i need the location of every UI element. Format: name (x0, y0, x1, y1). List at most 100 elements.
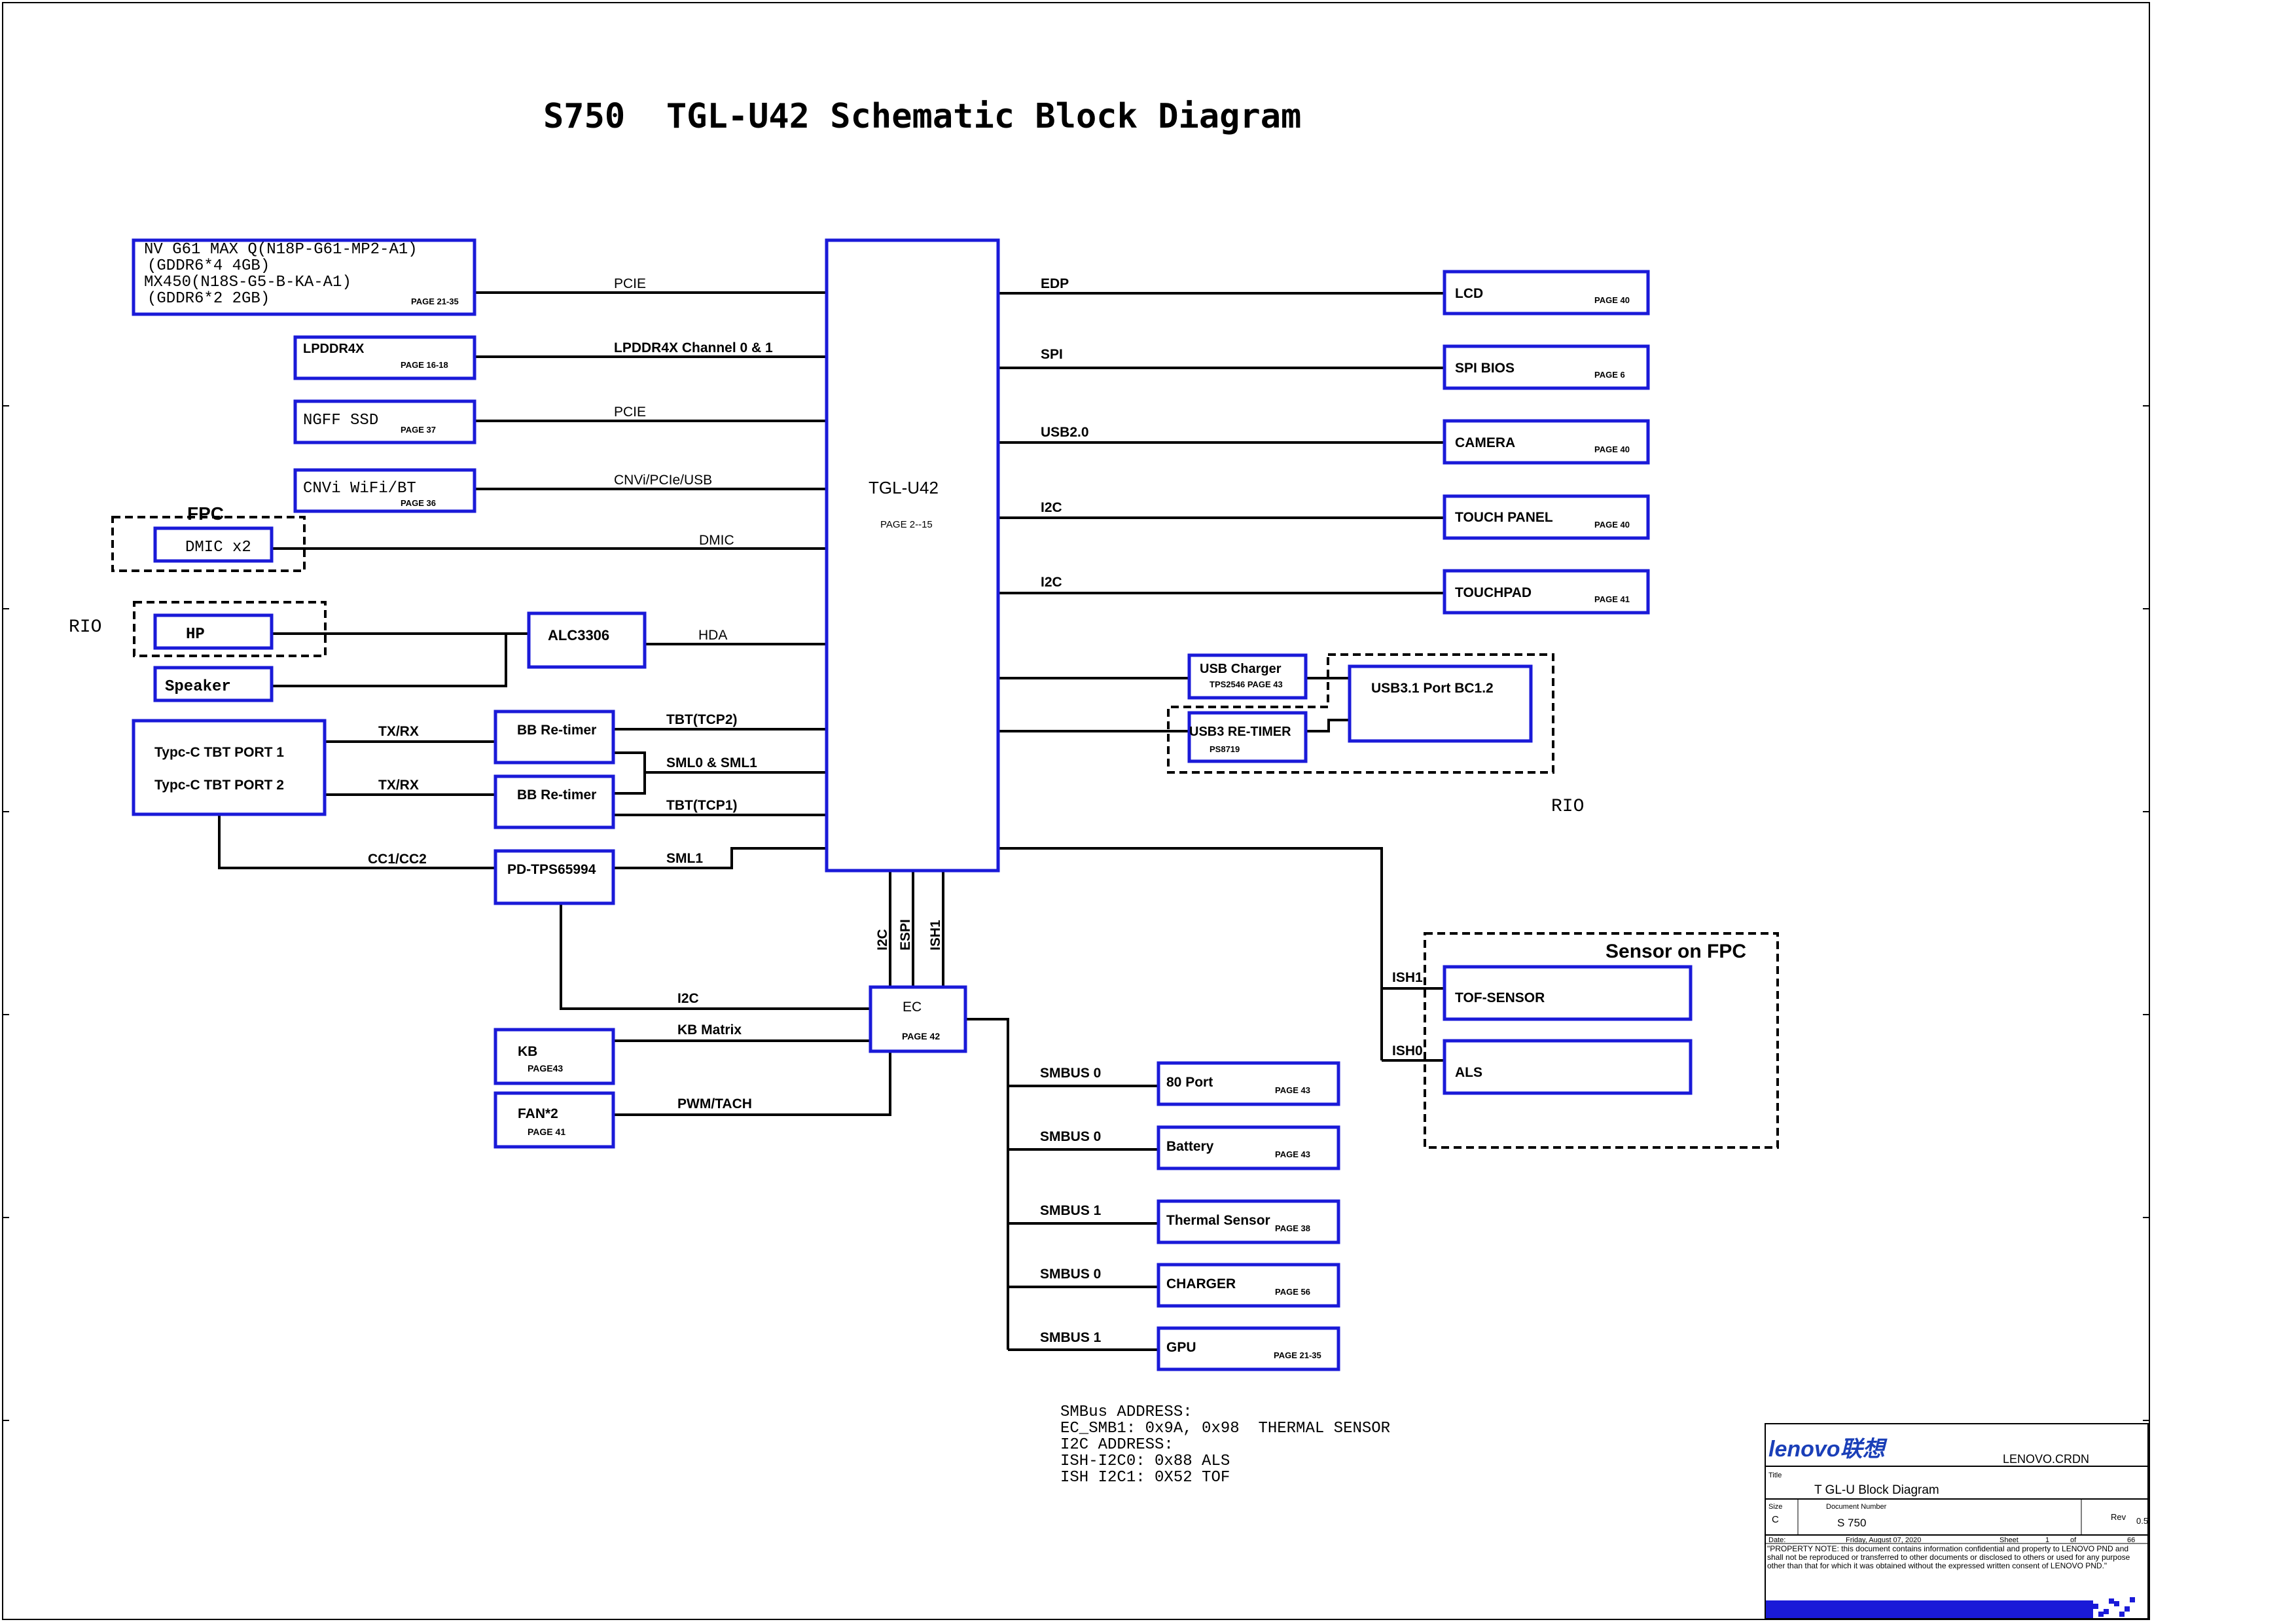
of-label: of (2070, 1536, 2077, 1544)
gpu-line2: (GDDR6*4 4GB) (147, 257, 270, 275)
speaker-block[interactable] (153, 666, 274, 702)
address-notes: SMBus ADDRESS: EC_SMB1: 0x9A, 0x98 THERM… (1060, 1403, 1390, 1487)
smbus-block-thermal[interactable] (1157, 1199, 1340, 1244)
als-block[interactable] (1443, 1039, 1693, 1095)
note-line: SMBus ADDRESS: (1060, 1403, 1193, 1421)
gpu-block[interactable] (132, 238, 476, 316)
ec-block[interactable] (869, 985, 967, 1053)
kb-name: KB (518, 1044, 537, 1059)
title-block-color-bar (1766, 1600, 2093, 1618)
right-block-touchpad[interactable] (1443, 569, 1650, 615)
right-block-name: SPI BIOS (1455, 361, 1515, 376)
retimer1-bus-label: TBT(TCP2) (666, 712, 738, 727)
smbus-block-page: PAGE 43 (1275, 1149, 1310, 1159)
cpu-name: TGL-U42 (869, 478, 939, 497)
ec-i2c-label: I2C (677, 991, 699, 1006)
usb-charger-sub: TPS2546 PAGE 43 (1210, 679, 1283, 689)
smbus-block-name: CHARGER (1166, 1276, 1236, 1291)
right-block-name: LCD (1455, 286, 1483, 301)
hp-name: HP (186, 626, 205, 643)
kb-block[interactable] (493, 1028, 615, 1085)
ssd-block[interactable] (293, 399, 476, 444)
size-label: Size (1768, 1503, 1782, 1511)
kb-page: PAGE43 (528, 1063, 563, 1074)
typec-line1: Typc-C TBT PORT 1 (154, 745, 284, 760)
rio-label-left: RIO (69, 617, 101, 638)
sheet-value: 1 (2045, 1536, 2049, 1544)
typec-bus2-label: TX/RX (378, 778, 419, 793)
smbus-block-80port[interactable] (1157, 1061, 1340, 1106)
smbus-block-battery[interactable] (1157, 1125, 1340, 1170)
company-name: LENOVO.CRDN (2003, 1453, 2089, 1466)
page-title: S750 TGL-U42 Schematic Block Diagram (543, 97, 1301, 136)
right-block-touch-panel[interactable] (1443, 494, 1650, 540)
sheet-label: Sheet (2000, 1536, 2018, 1544)
right-block-name: TOUCH PANEL (1455, 510, 1553, 525)
smbus-block-page: PAGE 43 (1275, 1085, 1310, 1095)
sensor-group-label: Sensor on FPC (1605, 941, 1746, 962)
fan-block[interactable] (493, 1091, 615, 1149)
size-value: C (1772, 1514, 1779, 1525)
right-bus-label: I2C (1041, 500, 1062, 515)
ec-bus-espi: ESPI (898, 919, 913, 950)
rev-label: Rev (2111, 1512, 2126, 1522)
hp-block[interactable] (153, 613, 274, 650)
smbus-block-name: Thermal Sensor (1166, 1213, 1270, 1228)
date-label: Date: (1768, 1536, 1785, 1544)
tof-sensor-block[interactable] (1443, 965, 1693, 1021)
smbus-block-page: PAGE 38 (1275, 1223, 1310, 1233)
property-note-text: "PROPERTY NOTE: this document contains i… (1767, 1545, 2130, 1570)
retimer2-name: BB Re-timer (517, 787, 596, 803)
typec-line2: Typc-C TBT PORT 2 (154, 778, 284, 793)
codec-name: ALC3306 (548, 627, 609, 643)
lpddr-block[interactable] (293, 335, 476, 380)
retimer1-block[interactable] (493, 710, 615, 765)
cpu-block[interactable] (825, 238, 1000, 873)
right-block-camera[interactable] (1443, 419, 1650, 465)
right-block-spi-bios[interactable] (1443, 344, 1650, 390)
title-label: Title (1768, 1471, 1782, 1479)
of-value: 66 (2127, 1536, 2135, 1544)
right-bus-label: USB2.0 (1041, 425, 1089, 440)
wires (218, 291, 1444, 1351)
typec-cc-label: CC1/CC2 (368, 852, 427, 867)
usb-port-block[interactable] (1348, 664, 1533, 743)
right-blocks: LCD PAGE 40 EDP SPI BIOS PAGE 6 SPI CAME… (1041, 270, 1650, 615)
smbus-bus-label: SMBUS 1 (1040, 1203, 1102, 1218)
note-line: EC_SMB1: 0x9A, 0x98 THERMAL SENSOR (1060, 1420, 1390, 1437)
codec-block[interactable] (527, 611, 647, 669)
usb-charger-block[interactable] (1187, 653, 1308, 700)
dmic-bus-label: DMIC (699, 533, 734, 548)
wifi-name: CNVi WiFi/BT (303, 480, 416, 497)
retimer2-bus-label: TBT(TCP1) (666, 798, 738, 813)
gpu-line1: NV G61 MAX Q(N18P-G61-MP2-A1) (144, 241, 418, 259)
right-block-lcd[interactable] (1443, 270, 1650, 316)
smbus-bus-label: SMBUS 1 (1040, 1330, 1102, 1345)
wifi-block[interactable] (293, 468, 476, 513)
rio-usb-group (1167, 653, 1554, 774)
ssd-name: NGFF SSD (303, 412, 378, 429)
ish0-label: ISH0 (1392, 1043, 1423, 1058)
usb-port-name: USB3.1 Port BC1.2 (1371, 681, 1494, 696)
right-block-name: TOUCHPAD (1455, 585, 1532, 600)
smbus-block-gpu[interactable] (1157, 1326, 1340, 1371)
smbus-block-charger[interactable] (1157, 1263, 1340, 1308)
date-value: Friday, August 07, 2020 (1846, 1536, 1921, 1544)
right-block-page: PAGE 40 (1594, 295, 1630, 305)
pd-block[interactable] (493, 849, 615, 905)
right-block-name: CAMERA (1455, 435, 1515, 450)
rio-label-right: RIO (1551, 797, 1584, 817)
retimer2-block[interactable] (493, 774, 615, 829)
dmic-block[interactable] (153, 526, 274, 563)
pd-bus-label: SML1 (666, 851, 703, 866)
smbus-bus-label: SMBUS 0 (1040, 1267, 1101, 1282)
cpu-page: PAGE 2--15 (880, 519, 933, 530)
fan-bus-label: PWM/TACH (677, 1096, 752, 1111)
usb-charger-name: USB Charger (1200, 662, 1282, 676)
usb-retimer-block[interactable] (1187, 711, 1308, 763)
typec-block[interactable] (132, 719, 327, 816)
note-line: ISH I2C1: 0X52 TOF (1060, 1469, 1230, 1487)
lenovo-logo: lenovo联想 (1768, 1437, 1888, 1462)
usb-retimer-sub: PS8719 (1210, 744, 1240, 754)
